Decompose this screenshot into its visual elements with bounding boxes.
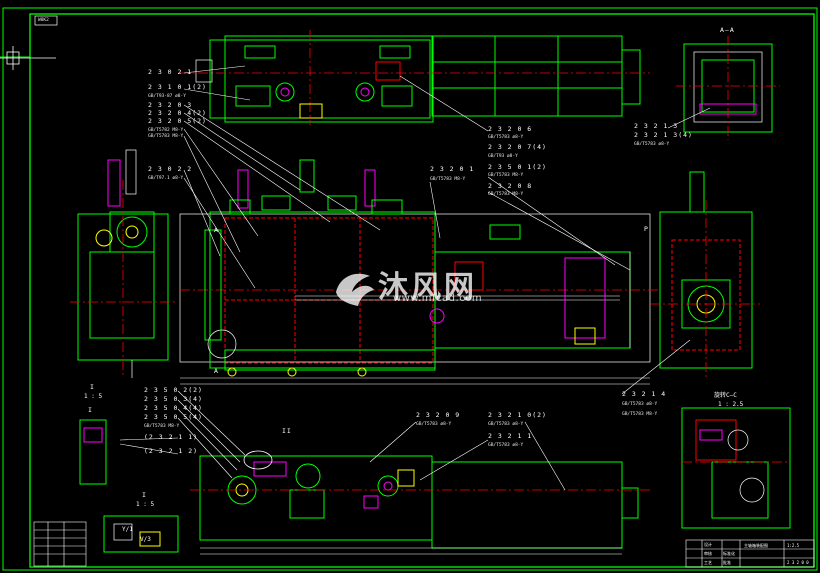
- part-label: 2 3 2 0 4(2): [148, 109, 207, 117]
- part-label: GB/T5783 M8-Y: [622, 412, 658, 417]
- left-side-view: [70, 149, 176, 378]
- section-aa-view: [676, 36, 780, 140]
- part-label: 2 3 5 0 1(2): [488, 163, 547, 171]
- part-label: GB/T5783 ø8-Y: [416, 422, 452, 427]
- cursor-crosshair-icon: [0, 46, 56, 70]
- detail-mark-ii: II: [282, 427, 292, 435]
- view-mark-p: P: [644, 225, 649, 233]
- part-label: 2 3 1 0 1(2): [148, 83, 207, 91]
- title-block-field: 审核: [704, 551, 712, 556]
- part-label: GB/T5783 M8-Y: [430, 177, 466, 182]
- detail-i-views: [79, 419, 179, 553]
- detail-i-scale: 1 : 5: [136, 501, 155, 508]
- part-label: 2 3 2 0 6: [488, 125, 533, 133]
- main-title-block: [685, 539, 815, 568]
- part-label: GB/T5783 ø8-Y: [634, 142, 670, 147]
- part-label: GB/T93-87 ø8-Y: [148, 94, 186, 99]
- part-label: GB/T5783 ø8-Y: [488, 135, 524, 140]
- detail-mark-v: V/3: [140, 536, 151, 543]
- section-mark-a: A: [214, 367, 219, 375]
- part-label: GB/T5782 M8-Y: [148, 128, 184, 133]
- part-label: 2 3 0 2 1: [148, 68, 193, 76]
- detail-i-mark: I: [142, 491, 147, 499]
- watermark-url: www.mfcad.com: [393, 293, 483, 304]
- part-label: GB/T5783 ø8-Y: [488, 443, 524, 448]
- corner-tag-box: [34, 15, 58, 26]
- top-plan-view: [180, 30, 650, 125]
- part-label: 2 3 2 0 3: [148, 101, 193, 109]
- title-block-drawing-no: 2 3 2 0 0: [787, 560, 809, 565]
- title-block-field: 标准化: [723, 551, 735, 556]
- part-label: 2 3 2 0 7(4): [488, 143, 547, 151]
- part-label: 2 3 2 0 9: [416, 411, 461, 419]
- part-label: GB/T5783 M8-Y: [488, 173, 524, 178]
- watermark-logo-icon: [336, 273, 374, 306]
- detail-mark-y: Y/1: [122, 526, 133, 533]
- detail-cc-scale: 1 : 2.5: [718, 401, 744, 408]
- part-label: 2 3 2 0 1: [430, 165, 475, 173]
- section-aa-title: A—A: [720, 26, 735, 34]
- part-label: GB/T5783 ø8-Y: [488, 422, 524, 427]
- corner-tag: W8K2: [38, 18, 49, 23]
- part-label: 2 3 2 1 4: [622, 390, 667, 398]
- detail-cc-title: 旋转C—C: [714, 392, 737, 399]
- title-block-field: 批准: [723, 560, 731, 565]
- part-label: 2 3 2 0 8: [488, 182, 533, 190]
- part-label: 2 3 2 1 1: [488, 432, 533, 440]
- title-block-title: 主轴箱装配图: [744, 543, 768, 548]
- title-block-scale: 1:2.5: [787, 543, 800, 548]
- part-label: (2 3 2 1 2): [144, 447, 199, 455]
- part-label: GB/T5783 M8-Y: [144, 424, 180, 429]
- watermark-brand: 沐风网: [378, 270, 477, 305]
- section-mark-a: A: [214, 226, 219, 234]
- detail-i-mark: I: [90, 383, 95, 391]
- spring-cylinders: [229, 159, 403, 215]
- part-label: GB/T97.1 ø8-Y: [148, 176, 184, 181]
- detail-mark-i: I: [88, 406, 93, 414]
- part-label: 2 3 5 0 3(4): [144, 395, 203, 403]
- part-label: 2 3 0 2 2: [148, 165, 193, 173]
- title-block-field: 设计: [704, 542, 712, 547]
- right-side-view: [650, 171, 760, 380]
- part-label: GB/T5783 M8-Y: [148, 134, 184, 139]
- drawing-frame: [0, 7, 818, 571]
- part-label: 2 3 2 1 3(4): [634, 131, 693, 139]
- detail-i-scale: 1 : 5: [84, 393, 103, 400]
- part-label: GB/T93 ø8-Y: [488, 154, 518, 159]
- title-block-field: 工艺: [704, 560, 712, 565]
- part-label: 2 3 2 0 5(2): [148, 117, 207, 125]
- part-label: (2 3 2 1 1): [144, 433, 199, 441]
- detail-cc-view: [681, 407, 791, 529]
- part-label: GB/T5783 M8-Y: [488, 192, 524, 197]
- part-label: 2 3 2 1 0(2): [488, 411, 547, 419]
- part-label: GB/T5783 ø8-Y: [622, 402, 658, 407]
- revision-table: [33, 521, 87, 567]
- part-label: 2 3 5 0 4(4): [144, 404, 203, 412]
- part-label: 2 3 5 0 2(2): [144, 386, 203, 394]
- part-label: 2 3 2 1 3: [634, 122, 679, 130]
- leader-lines: [119, 65, 711, 491]
- part-label: 2 3 5 0 5(4): [144, 413, 203, 421]
- bottom-plan-view: [190, 450, 650, 555]
